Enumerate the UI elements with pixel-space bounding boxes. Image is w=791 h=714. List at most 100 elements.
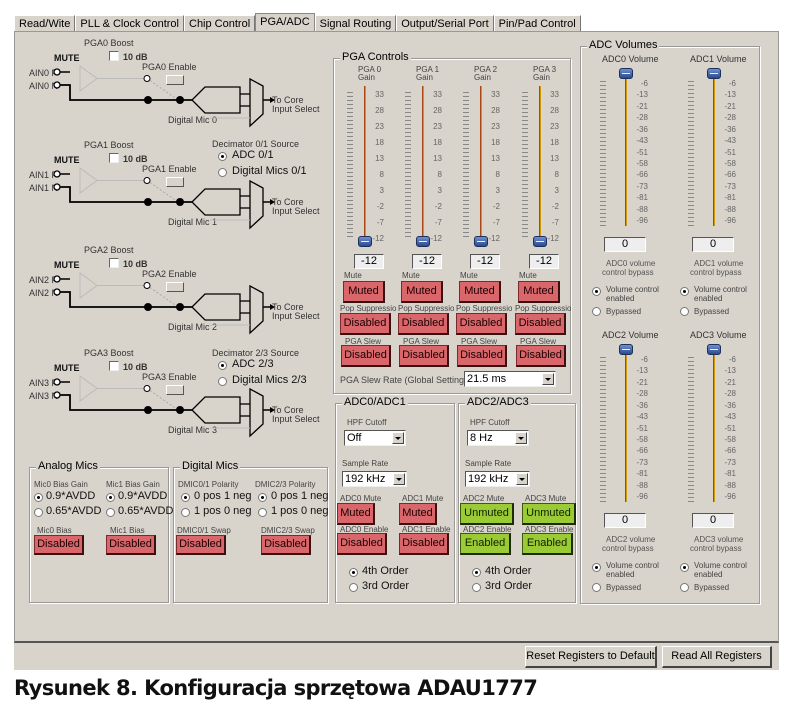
adc-mute-button[interactable]: Unmuted (460, 503, 514, 525)
pop-suppression-button[interactable]: Disabled (340, 313, 391, 335)
pga-gain-value[interactable]: -12 (529, 254, 559, 269)
adc-enable-button[interactable]: Enabled (460, 533, 511, 555)
sample-rate-select[interactable]: 192 kHz (465, 471, 530, 487)
dmic01-swap-button[interactable]: Disabled (176, 535, 226, 555)
volume-enabled-radio[interactable] (592, 287, 601, 296)
dmic01-pos-neg-radio[interactable] (181, 493, 190, 502)
decimator-01-dmic-radio[interactable] (218, 168, 227, 177)
adc-volume-thumb[interactable] (619, 344, 633, 355)
scale-tick-label: -6 (640, 355, 648, 364)
adc-mute-button[interactable]: Muted (399, 503, 437, 525)
mic1-gain-09-radio[interactable] (106, 493, 115, 502)
adc-enable-button[interactable]: Enabled (522, 533, 573, 555)
volume-bypassed-radio[interactable] (680, 583, 689, 592)
adc-volume-value[interactable]: 0 (604, 513, 646, 528)
mic0-bias-button[interactable]: Disabled (34, 535, 84, 555)
hpf-cutoff-select[interactable]: Off (344, 430, 406, 446)
tab-signal-routing[interactable]: Signal Routing (314, 15, 397, 32)
pga-boost-checkbox[interactable] (109, 153, 119, 163)
adc-enable-button[interactable]: Disabled (399, 533, 449, 555)
mic1-bias-button[interactable]: Disabled (106, 535, 156, 555)
order-radio[interactable] (472, 583, 481, 592)
adc-volume-thumb[interactable] (707, 68, 721, 79)
tab-read-write[interactable]: Read/Wite (14, 15, 76, 32)
dmic23-swap-button[interactable]: Disabled (261, 535, 311, 555)
pga-boost-checkbox[interactable] (109, 361, 119, 371)
adc-mute-button[interactable]: Unmuted (522, 503, 576, 525)
decimator-23-adc-radio[interactable] (218, 361, 227, 370)
volume-enabled-radio[interactable] (592, 563, 601, 572)
pga-slider-track[interactable] (480, 86, 482, 240)
pga-slew-button[interactable]: Disabled (399, 345, 449, 367)
pga-slew-rate-select[interactable]: 21.5 ms (464, 371, 556, 387)
pga-mute-button[interactable]: Muted (459, 281, 501, 303)
volume-bypassed-radio[interactable] (592, 583, 601, 592)
adc-volume-thumb[interactable] (707, 344, 721, 355)
order-radio[interactable] (472, 568, 481, 577)
pga-mute-button[interactable]: Muted (401, 281, 443, 303)
pga-enable-button[interactable] (166, 282, 184, 292)
pga-slew-button[interactable]: Disabled (516, 345, 566, 367)
pga-gain-value[interactable]: -12 (470, 254, 500, 269)
pga-enable-button[interactable] (166, 177, 184, 187)
adc-volume-track[interactable] (625, 349, 627, 502)
reset-registers-button[interactable]: Reset Registers to Default (525, 646, 657, 668)
chevron-down-icon[interactable] (393, 473, 405, 485)
pop-suppression-button[interactable]: Disabled (456, 313, 507, 335)
order-radio[interactable] (349, 568, 358, 577)
sample-rate-select[interactable]: 192 kHz (342, 471, 407, 487)
pga-gain-value[interactable]: -12 (354, 254, 384, 269)
pop-suppression-button[interactable]: Disabled (515, 313, 566, 335)
dmic23-neg-pos-radio[interactable] (258, 508, 267, 517)
pga-mute-button[interactable]: Muted (518, 281, 560, 303)
tab-chip-control[interactable]: Chip Control (184, 15, 256, 32)
adc-volume-track[interactable] (625, 73, 627, 226)
tab-pin-pad-control[interactable]: Pin/Pad Control (493, 15, 581, 32)
adc-volume-track[interactable] (713, 349, 715, 502)
pga-boost-checkbox[interactable] (109, 258, 119, 268)
volume-bypassed-radio[interactable] (680, 307, 689, 316)
chevron-down-icon[interactable] (515, 432, 527, 444)
mic0-gain-065-radio[interactable] (34, 508, 43, 517)
pga-slew-button[interactable]: Disabled (457, 345, 507, 367)
pga-slider-track[interactable] (364, 86, 366, 240)
chevron-down-icon[interactable] (516, 473, 528, 485)
volume-enabled-radio[interactable] (680, 287, 689, 296)
tab-pga-adc[interactable]: PGA/ADC (255, 13, 315, 32)
pga-mute-button[interactable]: Muted (343, 281, 385, 303)
hpf-cutoff-select[interactable]: 8 Hz (467, 430, 529, 446)
pga-slider-track[interactable] (539, 86, 541, 240)
dmic23-pos-neg-radio[interactable] (258, 493, 267, 502)
adc-volume-value[interactable]: 0 (692, 513, 734, 528)
pga-slider-thumb[interactable] (416, 236, 430, 247)
tab-output-serial-port[interactable]: Output/Serial Port (396, 15, 494, 32)
pga-slider-thumb[interactable] (533, 236, 547, 247)
dmic01-neg-pos-radio[interactable] (181, 508, 190, 517)
mic0-gain-09-radio[interactable] (34, 493, 43, 502)
adc-volume-value[interactable]: 0 (604, 237, 646, 252)
decimator-01-adc-radio[interactable] (218, 152, 227, 161)
tab-pll-clock-control[interactable]: PLL & Clock Control (75, 15, 184, 32)
volume-enabled-radio[interactable] (680, 563, 689, 572)
adc-volume-thumb[interactable] (619, 68, 633, 79)
adc-volume-value[interactable]: 0 (692, 237, 734, 252)
order-radio[interactable] (349, 583, 358, 592)
pga-slider-thumb[interactable] (358, 236, 372, 247)
chevron-down-icon[interactable] (542, 373, 554, 385)
read-all-registers-button[interactable]: Read All Registers (662, 646, 772, 668)
pga-gain-value[interactable]: -12 (412, 254, 442, 269)
pga-slider-thumb[interactable] (474, 236, 488, 247)
pga-boost-checkbox[interactable] (109, 51, 119, 61)
pga-slew-button[interactable]: Disabled (341, 345, 391, 367)
adc-enable-button[interactable]: Disabled (337, 533, 387, 555)
mic1-gain-065-radio[interactable] (106, 508, 115, 517)
adc-volume-track[interactable] (713, 73, 715, 226)
adc-mute-button[interactable]: Muted (337, 503, 375, 525)
chevron-down-icon[interactable] (392, 432, 404, 444)
pga-enable-button[interactable] (166, 75, 184, 85)
decimator-23-dmic-radio[interactable] (218, 377, 227, 386)
pga-slider-track[interactable] (422, 86, 424, 240)
pop-suppression-button[interactable]: Disabled (398, 313, 449, 335)
pga-enable-button[interactable] (166, 385, 184, 395)
volume-bypassed-radio[interactable] (592, 307, 601, 316)
